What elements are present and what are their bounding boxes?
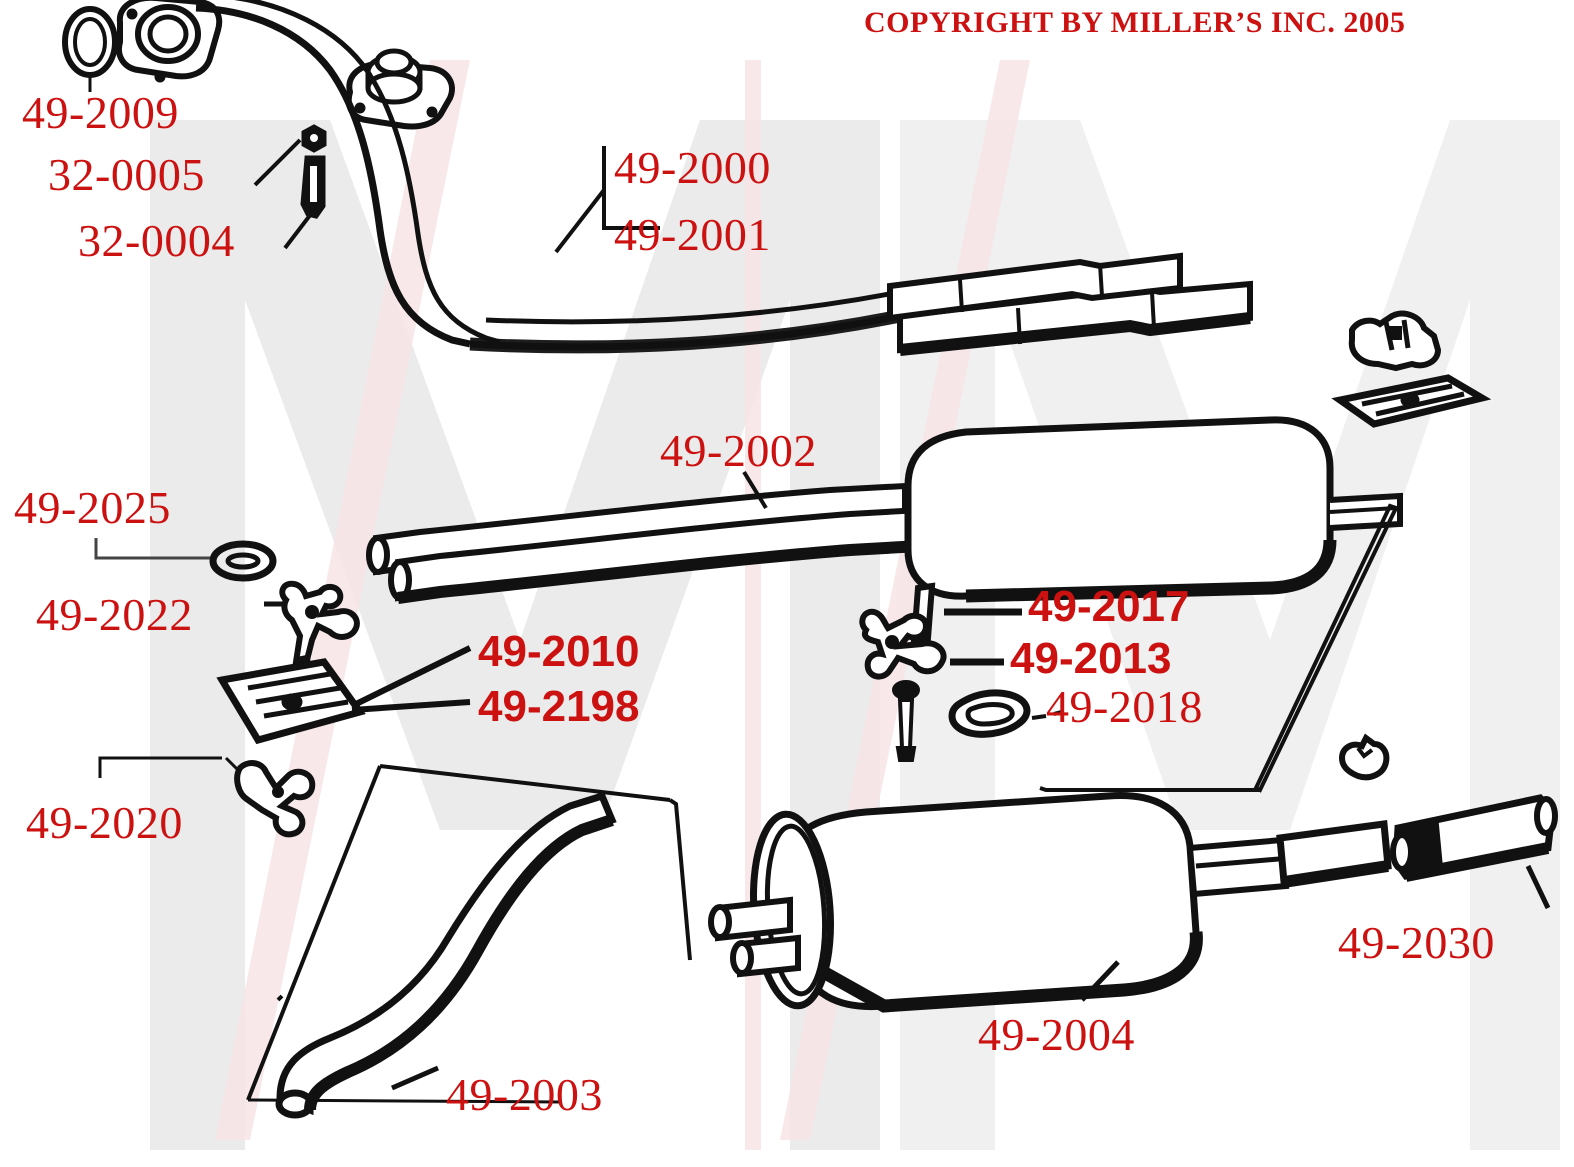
part-tailpipe-clamp-nut bbox=[1338, 733, 1390, 781]
copyright-notice: COPYRIGHT BY MILLER’S INC. 2005 bbox=[864, 6, 1406, 39]
leader-49-2198 bbox=[351, 699, 471, 713]
part-upper-right-saddle-clamp bbox=[1348, 310, 1442, 372]
part-label-49-2009: 49-2009 bbox=[22, 87, 179, 138]
part-label-49-2030: 49-2030 bbox=[1338, 917, 1495, 968]
part-label-49-2002: 49-2002 bbox=[660, 425, 817, 476]
part-label-49-2003: 49-2003 bbox=[446, 1069, 603, 1120]
leader-49-2020 bbox=[98, 756, 242, 778]
part-label-49-2198: 49-2198 bbox=[478, 682, 640, 731]
part-49-2013-bracket-strap bbox=[859, 608, 947, 680]
part-center-muffler-box bbox=[904, 416, 1403, 603]
leader-49-2002 bbox=[742, 470, 768, 510]
chassis-outline-panels bbox=[246, 503, 1399, 1104]
watermark-letter-m bbox=[150, 120, 1560, 1150]
leader-49-2000-2001 bbox=[554, 146, 660, 254]
leader-49-2010 bbox=[350, 645, 472, 709]
leader-49-2030 bbox=[1525, 864, 1551, 910]
part-label-49-2010: 49-2010 bbox=[478, 627, 640, 676]
part-49-2025-washer bbox=[209, 540, 277, 582]
part-49-2030-tail-pipe bbox=[1390, 794, 1558, 882]
part-49-2002-resonator-pipe bbox=[366, 482, 923, 604]
leader-32-0005 bbox=[253, 138, 302, 187]
part-upper-right-mounting-plate bbox=[1331, 374, 1492, 428]
leader-32-0004 bbox=[283, 208, 316, 250]
part-49-2018-oval-washer bbox=[948, 689, 1031, 738]
leader-49-2018 bbox=[1031, 710, 1063, 720]
part-label-49-2001: 49-2001 bbox=[614, 209, 771, 260]
part-32-0005-nut bbox=[301, 124, 327, 153]
part-label-49-2022: 49-2022 bbox=[36, 589, 193, 640]
part-label-49-2018: 49-2018 bbox=[1046, 681, 1203, 732]
leader-49-2025 bbox=[94, 538, 210, 560]
part-hanger-bolt bbox=[892, 680, 920, 762]
leader-49-2004 bbox=[1080, 960, 1120, 1002]
part-label-49-2025: 49-2025 bbox=[14, 482, 171, 533]
part-49-2003-intermediate-pipe bbox=[275, 791, 617, 1119]
part-49-2004-rear-muffler bbox=[708, 791, 1291, 1013]
part-49-2020-saddle-clamp bbox=[234, 760, 316, 838]
leader-49-2003 bbox=[391, 1065, 439, 1091]
part-label-49-2004: 49-2004 bbox=[978, 1009, 1135, 1060]
part-49-2009-gasket-ring bbox=[62, 6, 118, 78]
part-label-49-2000: 49-2000 bbox=[614, 142, 771, 193]
part-label-49-2017: 49-2017 bbox=[1028, 582, 1190, 631]
part-label-49-2020: 49-2020 bbox=[26, 797, 183, 848]
part-rear-connector-pipe bbox=[1276, 820, 1392, 888]
part-label-49-2013: 49-2013 bbox=[1010, 634, 1172, 683]
part-49-2001-head-pipe-twin bbox=[887, 252, 1253, 356]
part-exhaust-flange bbox=[116, 0, 223, 83]
part-49-2000-head-pipe bbox=[195, 0, 911, 354]
part-32-0004-bolt bbox=[300, 155, 326, 219]
part-label-32-0004: 32-0004 bbox=[78, 215, 235, 266]
part-label-32-0005: 32-0005 bbox=[48, 149, 205, 200]
